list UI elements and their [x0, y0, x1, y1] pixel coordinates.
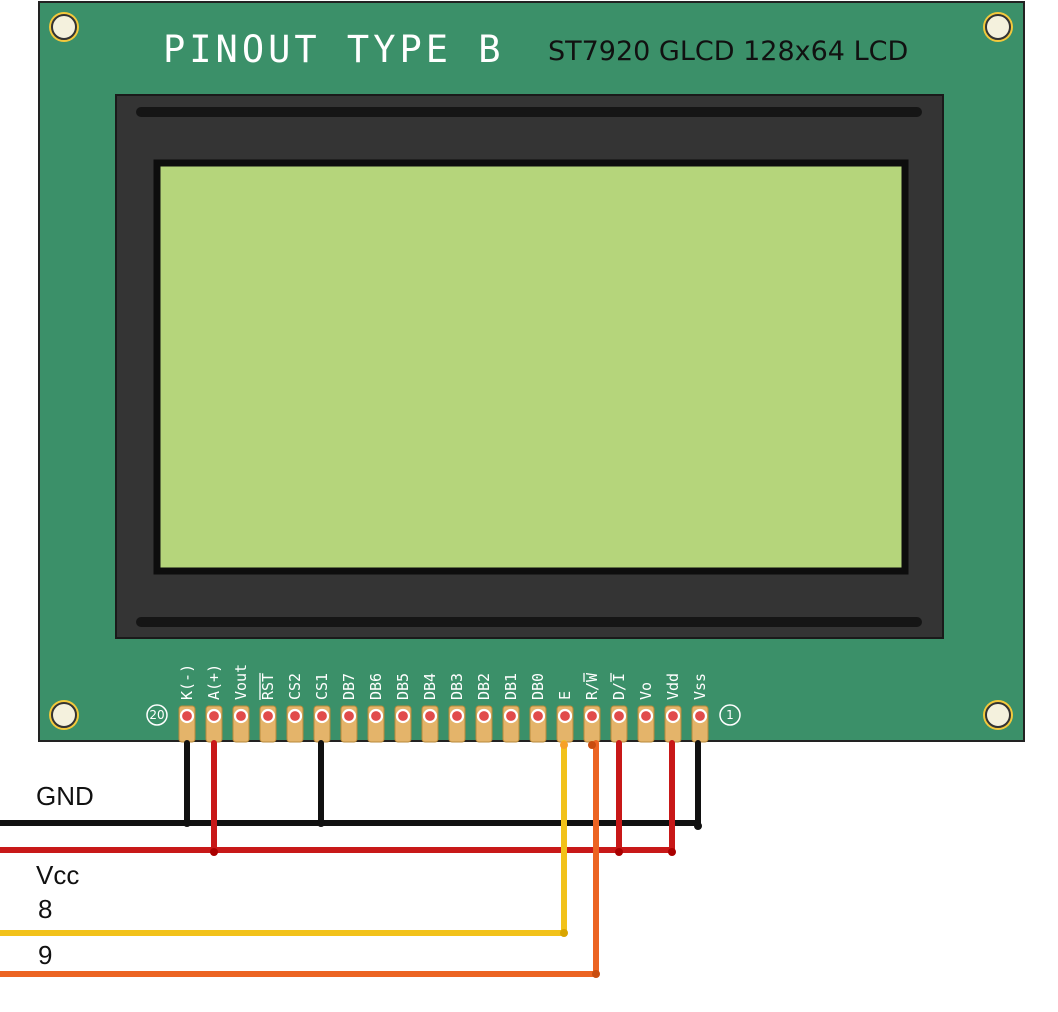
- pin-hole: [179, 708, 195, 724]
- wire-label-pin8: 8: [38, 894, 52, 924]
- pin-vdd: Vdd: [664, 673, 682, 743]
- pin-hole: [368, 708, 384, 724]
- pin-hole: [503, 708, 519, 724]
- bezel-slot-top: [136, 107, 922, 117]
- pin-label: E: [556, 691, 574, 700]
- pin-db3: DB3: [448, 673, 466, 743]
- wire-pin8: [0, 740, 568, 937]
- wire-pin9: [0, 740, 600, 978]
- pin-label: DB2: [475, 673, 493, 700]
- pin-hole: [233, 708, 249, 724]
- pin-hole: [530, 708, 546, 724]
- pin-hole: [665, 708, 681, 724]
- pin-header: K(-) A(+) Vout RST CS2 CS1 DB7 DB6 DB5 DB4 DB3 DB2 D…: [178, 664, 709, 743]
- pin-hole: [449, 708, 465, 724]
- pin-hole: [341, 708, 357, 724]
- pin-label: Vdd: [664, 673, 682, 700]
- wire-label-pin9: 9: [38, 940, 52, 970]
- pin-hole: [692, 708, 708, 724]
- pin-hole: [557, 708, 573, 724]
- pin-marker-20: 20: [146, 704, 168, 726]
- pin-hole: [395, 708, 411, 724]
- pin-hole: [287, 708, 303, 724]
- wire-vcc: [0, 740, 676, 856]
- svg-text:20: 20: [149, 708, 164, 722]
- pin-label: R/W: [583, 672, 601, 700]
- pin-cs2: CS2: [286, 673, 304, 743]
- pin-label: A(+): [205, 664, 223, 700]
- pin-cs1: CS1: [313, 673, 331, 743]
- pin-db5: DB5: [394, 673, 412, 743]
- mounting-hole-bottom-right: [983, 700, 1013, 730]
- pin-hole: [206, 708, 222, 724]
- wire-label-vcc: Vcc: [36, 860, 79, 890]
- pin-label: DB1: [502, 673, 520, 700]
- pin-db2: DB2: [475, 673, 493, 743]
- pin-marker-1: 1: [719, 704, 741, 726]
- pin-db0: DB0: [529, 673, 547, 743]
- pin-label: K(-): [178, 664, 196, 700]
- board-subtitle: ST7920 GLCD 128x64 LCD: [548, 36, 908, 67]
- pin-hole: [638, 708, 654, 724]
- pin-e: E: [556, 691, 574, 743]
- pin-label: D/I: [610, 673, 628, 700]
- mounting-hole-top-right: [983, 12, 1013, 42]
- svg-text:1: 1: [726, 708, 734, 722]
- pin-hole: [422, 708, 438, 724]
- pin-label: DB7: [340, 673, 358, 700]
- pin-hole: [314, 708, 330, 724]
- pin-hole: [476, 708, 492, 724]
- board-title: PINOUT TYPE B: [163, 28, 505, 71]
- pin-label: DB5: [394, 673, 412, 700]
- pin-label: RST: [259, 673, 277, 700]
- pin-db1: DB1: [502, 673, 520, 743]
- pin-label: Vout: [232, 664, 250, 700]
- pin-vout: Vout: [232, 664, 250, 743]
- mounting-hole-bottom-left: [49, 700, 79, 730]
- pin-label: CS2: [286, 673, 304, 700]
- bezel-slot-bottom: [136, 617, 922, 627]
- pin-label: Vss: [691, 673, 709, 700]
- pin-db6: DB6: [367, 673, 385, 743]
- pin-d-i: D/I: [610, 673, 628, 743]
- pin-hole: [584, 708, 600, 724]
- pin-db4: DB4: [421, 673, 439, 743]
- pin-label: DB3: [448, 673, 466, 700]
- mounting-hole-top-left: [49, 12, 79, 42]
- wire-gnd: [0, 740, 702, 830]
- pin-db7: DB7: [340, 673, 358, 743]
- pin-rst: RST: [259, 673, 277, 743]
- pin-vo: Vo: [637, 682, 655, 743]
- pin-vss: Vss: [691, 673, 709, 743]
- pin-k: K(-): [178, 664, 196, 743]
- pin-hole: [611, 708, 627, 724]
- pin-a: A(+): [205, 664, 223, 743]
- pin-label: DB6: [367, 673, 385, 700]
- wire-label-gnd: GND: [36, 781, 94, 811]
- pin-label: CS1: [313, 673, 331, 700]
- pin-label: Vo: [637, 682, 655, 700]
- pin-label: DB4: [421, 673, 439, 700]
- lcd-screen: [153, 159, 909, 575]
- pin-label: DB0: [529, 673, 547, 700]
- pin-r-w: R/W: [583, 672, 601, 743]
- pin-hole: [260, 708, 276, 724]
